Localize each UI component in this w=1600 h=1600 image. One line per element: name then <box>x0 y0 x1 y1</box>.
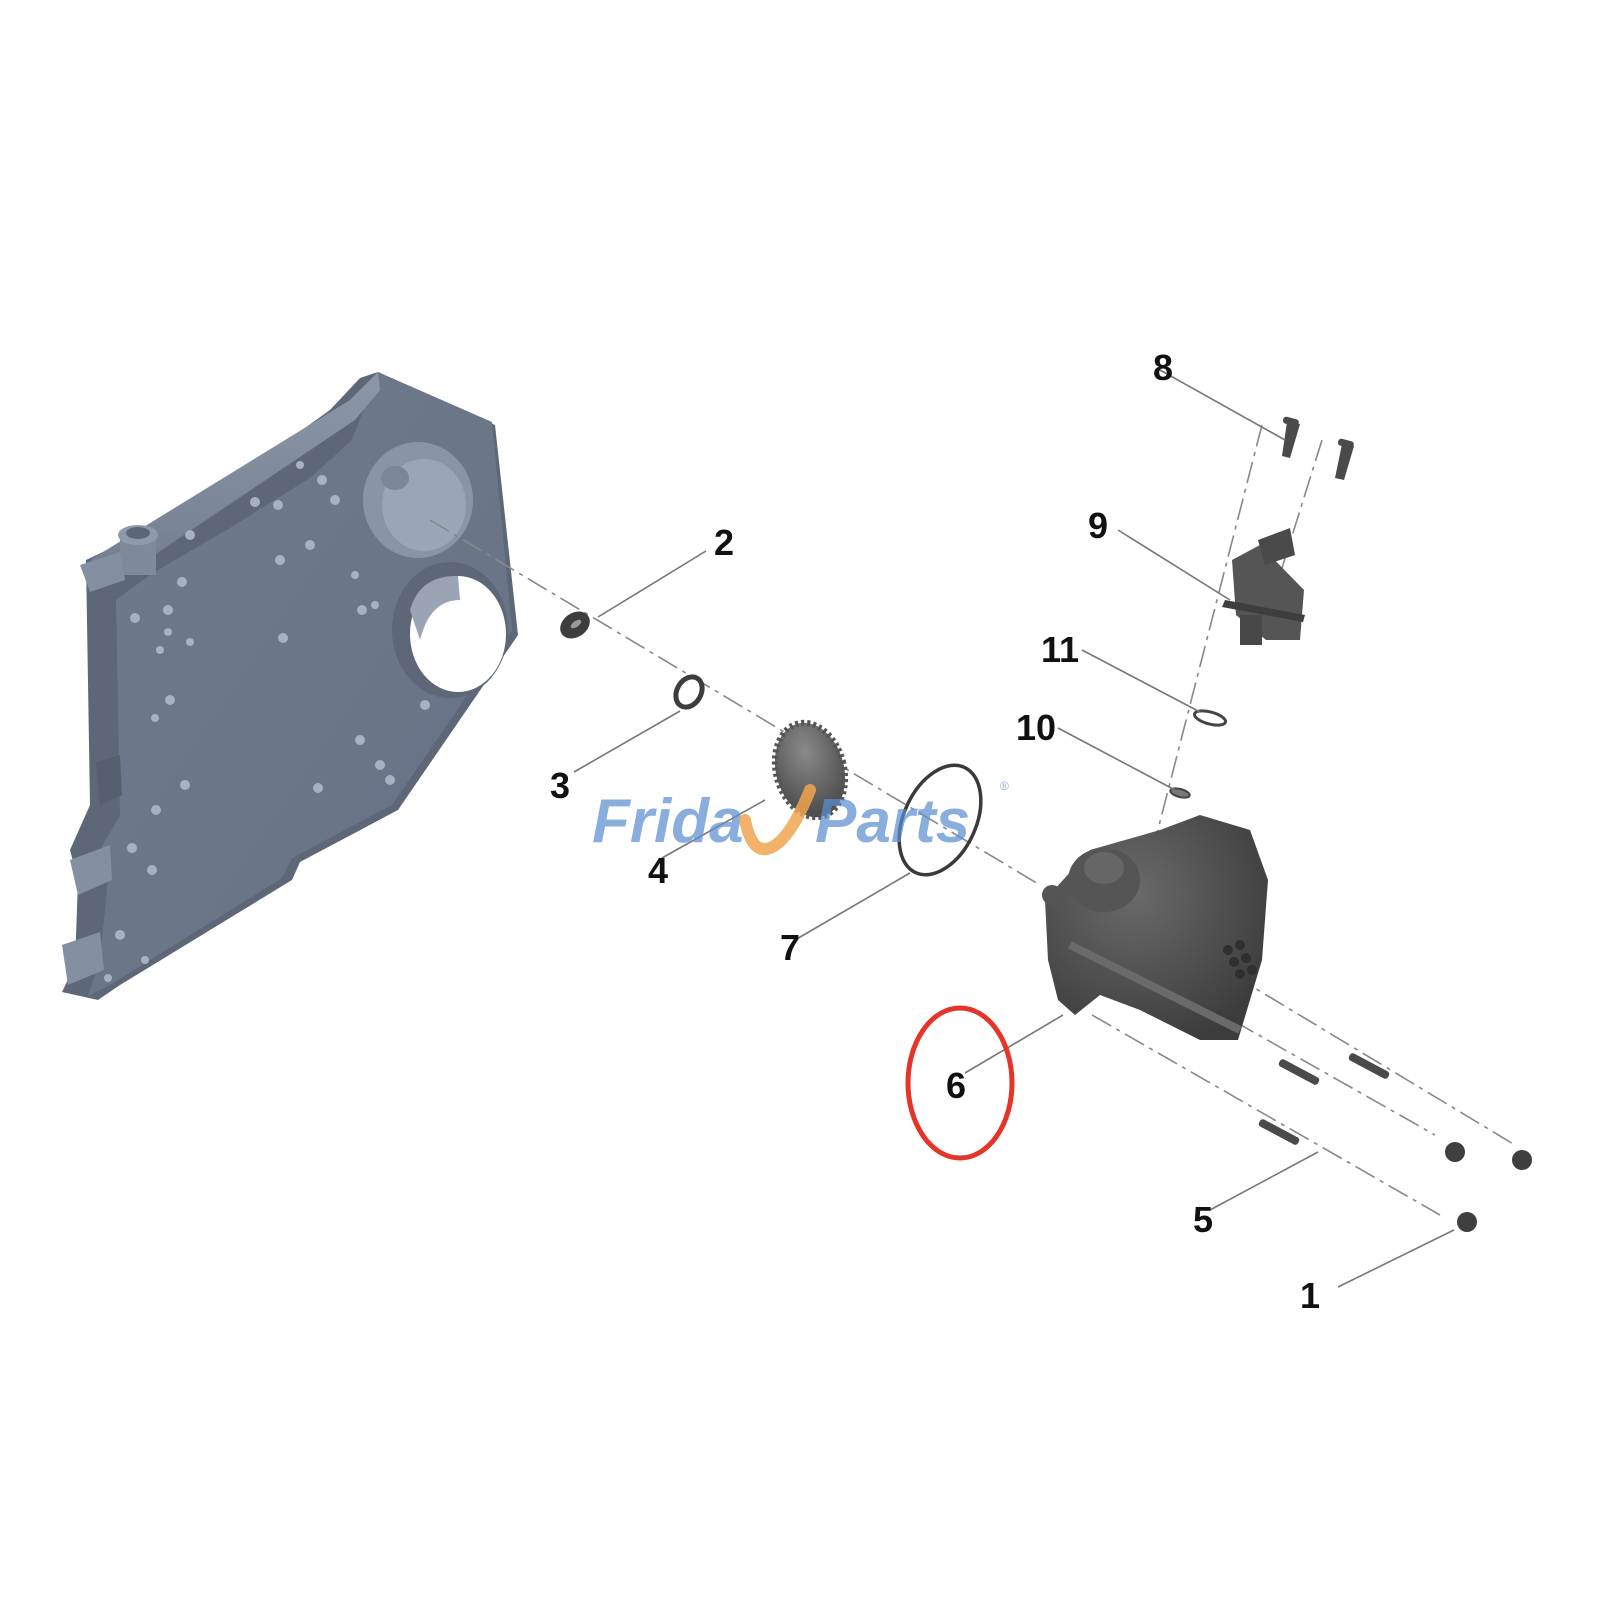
assembly-axes <box>429 424 1516 1216</box>
upper-bore <box>363 442 473 558</box>
part-11-o-ring <box>1192 709 1228 727</box>
watermark-checkmark-icon <box>739 784 816 856</box>
housing-lugs <box>62 552 125 985</box>
callout-3: 3 <box>550 765 570 806</box>
gear-housing <box>62 372 518 1000</box>
part-8-screws <box>1282 416 1354 480</box>
watermark-logo: Frida Parts ® <box>592 779 1009 856</box>
part-4-gear <box>771 719 849 821</box>
callout-2: 2 <box>714 522 734 563</box>
watermark-text-left: Frida <box>592 787 744 856</box>
callout-7: 7 <box>780 927 800 968</box>
watermark-text-right: Parts <box>815 787 970 856</box>
callout-9: 9 <box>1088 505 1108 546</box>
filler-boss <box>118 525 158 575</box>
part-6-fuel-pump <box>1042 815 1268 1040</box>
callout-10: 10 <box>1016 707 1056 748</box>
part-1-nuts <box>1445 1142 1532 1232</box>
watermark-registered-icon: ® <box>1000 779 1009 793</box>
highlight-circle <box>905 1005 1015 1161</box>
callout-4: 4 <box>648 850 668 891</box>
part-7-o-ring <box>897 763 983 877</box>
part-9-actuator <box>1222 528 1305 645</box>
leader-lines <box>573 369 1455 1288</box>
bolt-holes <box>104 461 430 982</box>
callout-5: 5 <box>1193 1199 1213 1240</box>
callouts: 1 2 3 4 5 6 7 8 9 10 11 <box>550 347 1320 1316</box>
callout-11: 11 <box>1041 629 1079 670</box>
callout-8: 8 <box>1153 347 1173 388</box>
part-10-o-ring <box>1169 787 1191 799</box>
lower-bore <box>392 562 508 698</box>
part-3-washer <box>673 674 705 710</box>
housing-top-edge <box>90 372 380 578</box>
callout-6: 6 <box>946 1065 966 1106</box>
callout-1: 1 <box>1300 1275 1320 1316</box>
part-2-nut <box>560 611 590 639</box>
part-5-studs <box>1258 1053 1390 1145</box>
